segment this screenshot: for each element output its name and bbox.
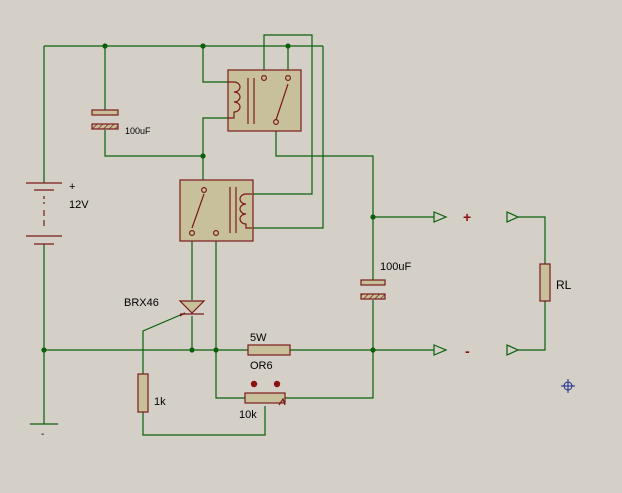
wire-cap2-bottom [285, 300, 374, 399]
wire-network [43, 34, 546, 436]
thyristor-label: BRX46 [124, 297, 159, 309]
junction-node [200, 43, 206, 49]
resistor-or6[interactable] [247, 344, 291, 356]
resistor-1k-label: 1k [154, 396, 166, 408]
terminal-out-plus[interactable] [433, 211, 448, 223]
battery-voltage-label: 12V [69, 199, 89, 211]
terminal-load-plus[interactable] [506, 211, 520, 223]
thyristor-brx46[interactable] [178, 300, 206, 317]
wire-right-rail [252, 46, 324, 229]
junction-node [189, 347, 195, 353]
wire-relay1-coil-bottom [202, 117, 228, 190]
wire-relay1-coil-top [202, 46, 228, 83]
output-minus-label: - [465, 343, 470, 359]
resistor-power-label: 5W [250, 332, 267, 344]
resistor-rl[interactable] [539, 263, 551, 302]
pot-value-label: 10k [239, 409, 257, 421]
potentiometer-10k[interactable] [244, 380, 286, 406]
junction-node [41, 347, 47, 353]
terminal-load-minus[interactable] [506, 344, 520, 356]
junction-node [102, 43, 108, 49]
junction-node [285, 43, 291, 49]
relay-2[interactable] [179, 179, 254, 242]
wire-relay1-out [275, 124, 374, 280]
wire-load-top [518, 216, 546, 264]
wire-load-bottom [518, 301, 546, 351]
wire-1k-to-wiper [142, 406, 266, 436]
wire-relay1-loop [252, 34, 313, 195]
ground-label: - [41, 429, 44, 440]
output-plus-label: + [463, 209, 471, 225]
cap2-value-label: 100uF [380, 261, 411, 273]
junction-node [370, 214, 376, 220]
resistor-name-label: OR6 [250, 360, 273, 372]
wire-gate [142, 312, 186, 374]
origin-marker-icon [561, 379, 575, 393]
capacitor-c2[interactable] [360, 279, 386, 300]
resistor-1k[interactable] [137, 373, 149, 413]
junction-node [200, 153, 206, 159]
battery-12v[interactable] [26, 182, 62, 245]
capacitor-c1[interactable] [91, 109, 119, 130]
cap1-value-label: 100uF [125, 126, 151, 136]
wire-relay2-to-pot [215, 234, 245, 399]
load-label: RL [556, 278, 572, 292]
output-terminals [433, 211, 520, 356]
junction-nodes [41, 43, 376, 353]
junction-node [213, 347, 219, 353]
relay-1[interactable] [227, 69, 302, 132]
junction-node [370, 347, 376, 353]
wire-cap1-bottom [104, 130, 203, 157]
battery-plus-label: + [69, 181, 75, 193]
terminal-out-minus[interactable] [433, 344, 448, 356]
